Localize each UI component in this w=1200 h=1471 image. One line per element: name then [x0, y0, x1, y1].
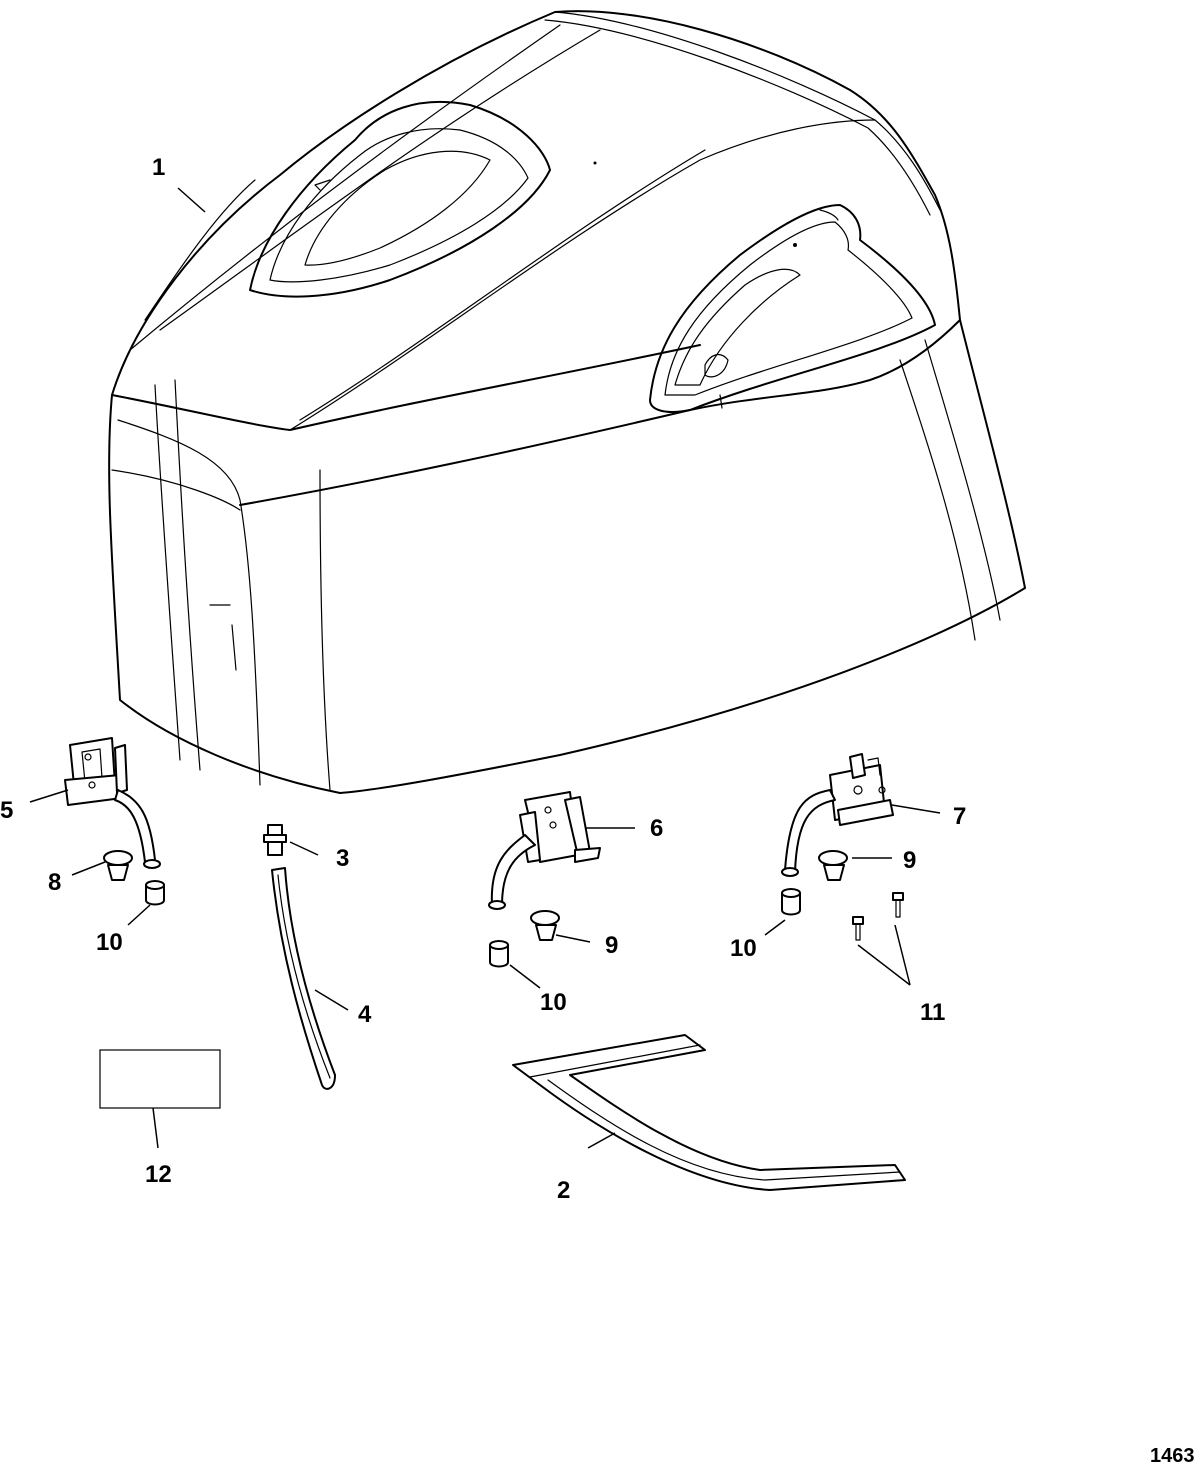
- part-10-sleeve-b: [489, 940, 509, 968]
- part-7-latch-bracket: [781, 753, 894, 877]
- part-11-screw-a: [892, 892, 904, 918]
- callout-10b: 10: [540, 989, 567, 1016]
- callout-labels: 1 2 3 4 5 6 7 8 9 9 10 10 10 11 12 1463: [0, 154, 1195, 1467]
- leader-lines: [29, 187, 941, 1149]
- part-8-grommet: [103, 850, 133, 881]
- part-9-grommet-b: [818, 850, 848, 881]
- part-12-decal: [99, 1049, 221, 1109]
- drawing-number: 1463: [1150, 1445, 1195, 1467]
- part-4-seal-strip: [271, 867, 336, 1090]
- callout-10a: 10: [96, 929, 123, 956]
- callout-5: 5: [0, 797, 13, 824]
- part-10-sleeve-c: [781, 888, 801, 916]
- callout-1: 1: [152, 154, 165, 181]
- callout-6: 6: [650, 815, 663, 842]
- callout-12: 12: [145, 1161, 172, 1188]
- callout-3: 3: [336, 845, 349, 872]
- callout-11: 11: [920, 999, 945, 1026]
- part-6-latch-bracket: [488, 791, 601, 910]
- part-9-grommet-a: [530, 910, 560, 941]
- callout-2: 2: [557, 1177, 570, 1204]
- part-5-latch-bracket: [64, 737, 161, 869]
- callout-10c: 10: [730, 935, 757, 962]
- callout-4: 4: [358, 1001, 372, 1028]
- part-11-screw-b: [852, 916, 864, 941]
- callout-7: 7: [953, 803, 966, 830]
- part-2-seal: [512, 1034, 906, 1191]
- callout-9b: 9: [605, 932, 618, 959]
- part-3-fitting: [263, 824, 287, 856]
- callout-9a: 9: [903, 847, 916, 874]
- callout-8: 8: [48, 869, 61, 896]
- part-1-top-cowl: [108, 10, 1026, 794]
- part-10-sleeve-a: [145, 880, 165, 906]
